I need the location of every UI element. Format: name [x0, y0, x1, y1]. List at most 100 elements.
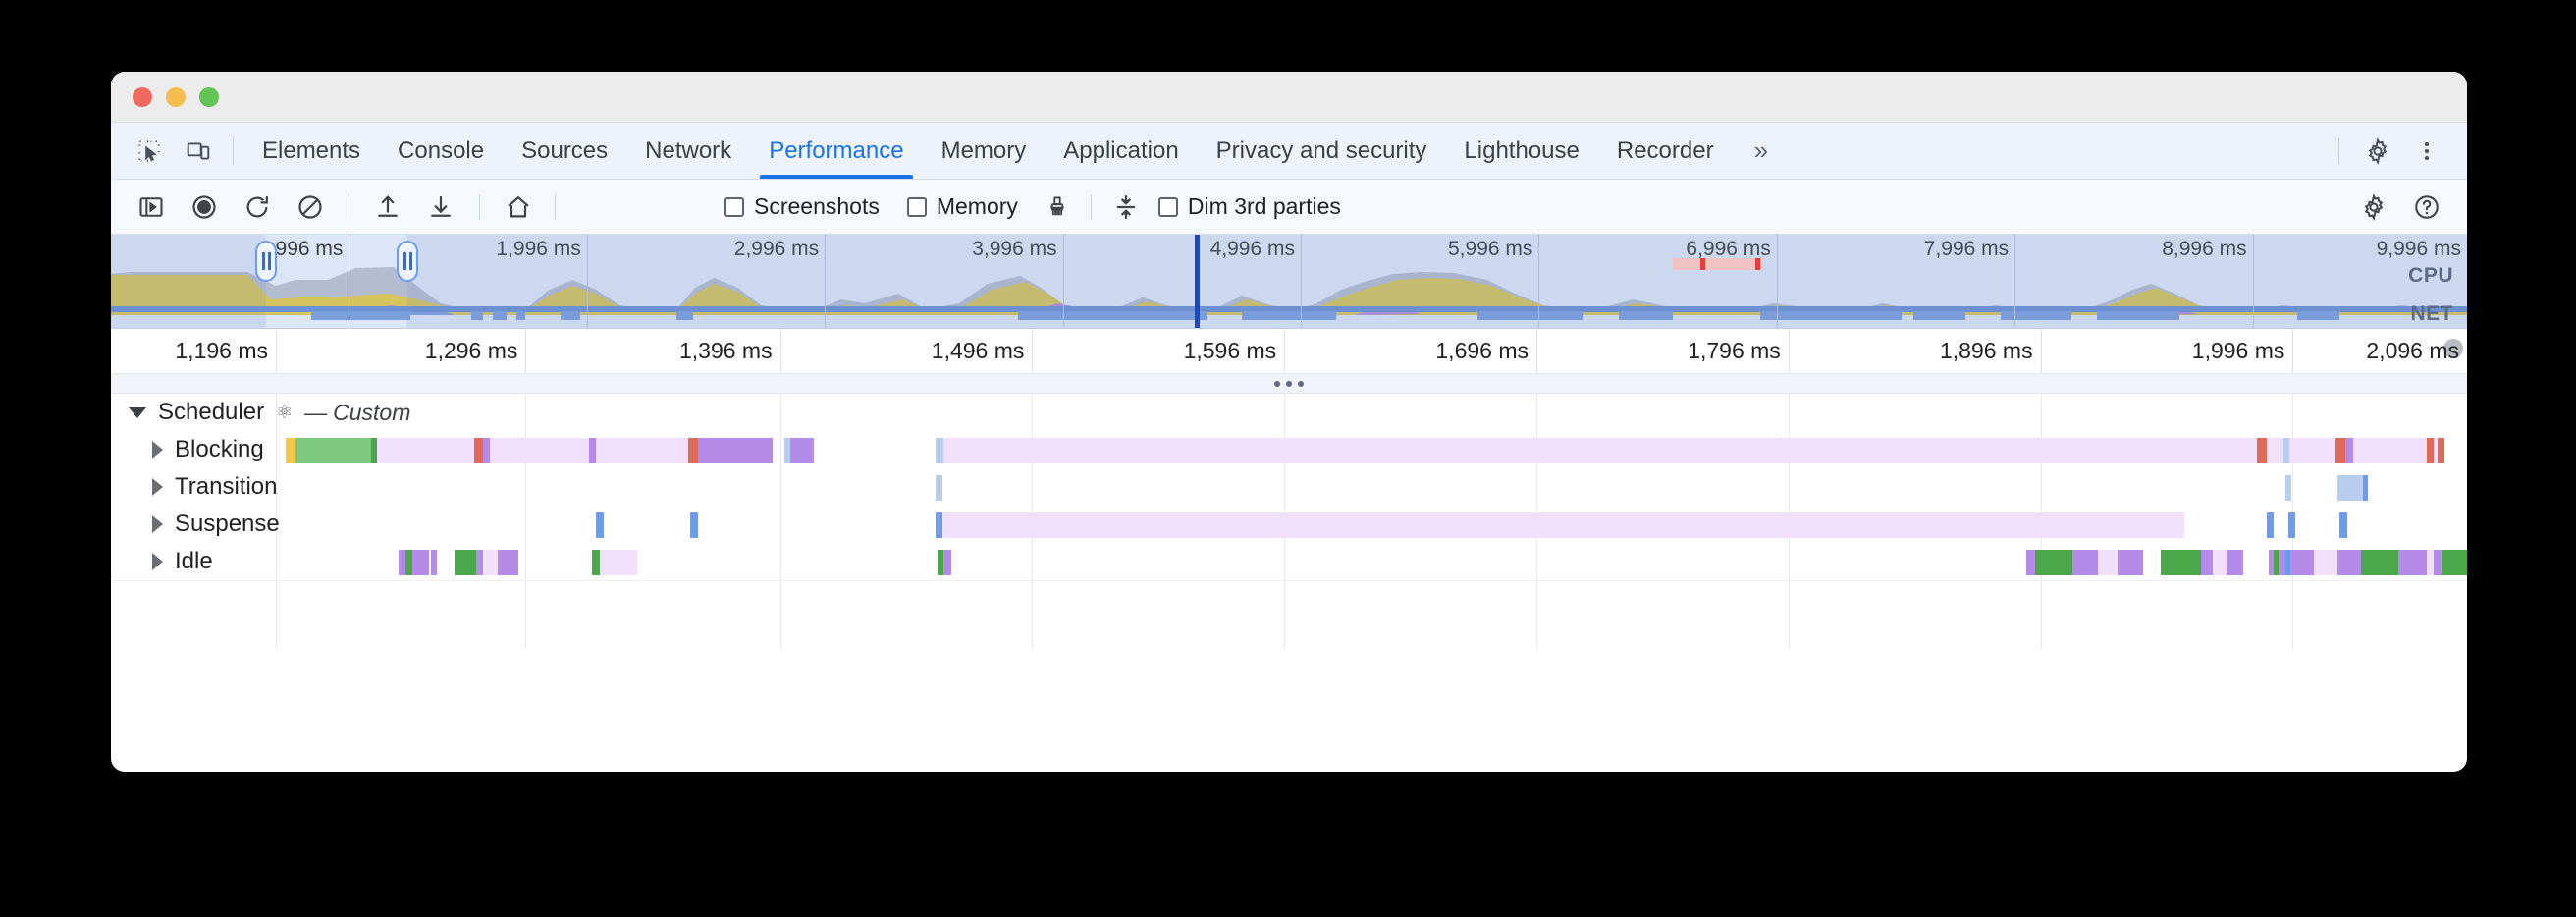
flame-event[interactable] [2434, 550, 2442, 575]
flame-event[interactable] [697, 438, 705, 463]
flame-event[interactable] [2274, 550, 2279, 575]
flame-event[interactable] [2282, 438, 2289, 463]
flame-event[interactable] [2314, 550, 2337, 575]
track-group-scheduler[interactable]: Scheduler ⚛ — Custom [111, 394, 2467, 431]
screenshots-checkbox[interactable]: Screenshots [715, 193, 889, 220]
flame-event[interactable] [936, 475, 942, 501]
flame-event[interactable] [2398, 550, 2428, 575]
more-tabs-icon[interactable]: » [1753, 135, 1769, 165]
memory-checkbox-box[interactable] [906, 196, 927, 217]
home-icon[interactable] [492, 188, 545, 227]
zoom-window-button[interactable] [199, 86, 219, 107]
track-blocking[interactable]: Blocking [111, 431, 2467, 468]
chevron-right-icon[interactable] [152, 515, 163, 533]
flame-event[interactable] [943, 550, 951, 575]
tab-memory[interactable]: Memory [940, 136, 1027, 164]
flame-event[interactable] [596, 438, 688, 463]
flame-event[interactable] [371, 438, 378, 463]
screenshots-checkbox-box[interactable] [724, 196, 744, 217]
tab-privacy-and-security[interactable]: Privacy and security [1215, 136, 1427, 164]
flame-event[interactable] [2269, 550, 2275, 575]
flame-event[interactable] [2352, 438, 2432, 463]
flame-event[interactable] [2161, 550, 2201, 575]
settings-gear-icon[interactable] [2353, 136, 2402, 165]
minimize-window-button[interactable] [166, 86, 186, 107]
panel-resize-handle[interactable] [111, 374, 2467, 394]
track-transition-lane[interactable] [111, 475, 2467, 501]
flame-event[interactable] [2279, 550, 2286, 575]
flame-event[interactable] [943, 438, 2438, 463]
flame-event[interactable] [589, 438, 597, 463]
device-toolbar-icon[interactable] [174, 123, 223, 179]
flame-event[interactable] [2427, 438, 2435, 463]
flame-event[interactable] [412, 550, 429, 575]
flame-chart[interactable]: Scheduler ⚛ — Custom Blocking Transition [111, 394, 2467, 772]
track-idle-lane[interactable] [111, 550, 2467, 575]
reload-and-record-icon[interactable] [231, 188, 284, 227]
flame-event[interactable] [2072, 550, 2099, 575]
flame-event[interactable] [2334, 438, 2346, 463]
chevron-right-icon[interactable] [152, 478, 163, 496]
flame-event[interactable] [2034, 550, 2072, 575]
clear-icon[interactable] [284, 188, 337, 227]
flame-event[interactable] [295, 438, 372, 463]
capture-settings-gear-icon[interactable] [2347, 188, 2400, 227]
flame-event[interactable] [405, 550, 413, 575]
flame-event[interactable] [596, 512, 604, 538]
memory-checkbox[interactable]: Memory [897, 193, 1028, 220]
flame-event[interactable] [490, 438, 590, 463]
flame-event[interactable] [2285, 475, 2292, 501]
more-options-icon[interactable] [2402, 137, 2451, 165]
flame-event[interactable] [2212, 550, 2227, 575]
flame-event[interactable] [2117, 550, 2143, 575]
flame-event[interactable] [2427, 550, 2435, 575]
flame-event[interactable] [2441, 550, 2467, 575]
flame-event[interactable] [476, 550, 484, 575]
flame-event[interactable] [431, 550, 438, 575]
track-suspense-label[interactable]: Suspense [111, 506, 280, 543]
flame-event[interactable] [2345, 438, 2353, 463]
save-profile-icon[interactable] [414, 188, 467, 227]
collapse-tracks-icon[interactable] [1103, 188, 1149, 227]
dim-3rd-parties-checkbox-box[interactable] [1157, 196, 1178, 217]
timeline-scroll-thumb[interactable] [2443, 339, 2463, 358]
track-group-scheduler-label[interactable]: Scheduler ⚛ — Custom [111, 394, 410, 431]
flame-event[interactable] [790, 438, 815, 463]
flame-event[interactable] [2361, 550, 2399, 575]
tab-network[interactable]: Network [645, 136, 732, 164]
flame-event[interactable] [483, 550, 498, 575]
flame-event[interactable] [2200, 550, 2213, 575]
track-blocking-label[interactable]: Blocking [111, 431, 264, 468]
flame-event[interactable] [688, 438, 698, 463]
flame-event[interactable] [285, 438, 296, 463]
flame-event[interactable] [936, 512, 943, 538]
help-icon[interactable] [2400, 188, 2453, 227]
overview-window-right-handle[interactable] [397, 241, 419, 282]
tab-console[interactable]: Console [398, 136, 485, 164]
flame-event[interactable] [455, 550, 476, 575]
track-transition[interactable]: Transition [111, 468, 2467, 506]
tab-elements[interactable]: Elements [262, 136, 361, 164]
close-window-button[interactable] [133, 86, 152, 107]
record-icon[interactable] [178, 188, 231, 227]
tab-lighthouse[interactable]: Lighthouse [1464, 136, 1580, 164]
flame-event[interactable] [600, 550, 638, 575]
track-idle[interactable]: Idle [111, 543, 2467, 580]
inspect-element-icon[interactable] [125, 123, 174, 179]
garbage-collect-brush-icon[interactable] [1036, 188, 1079, 227]
flame-event[interactable] [2227, 550, 2243, 575]
chevron-down-icon[interactable] [129, 406, 146, 418]
track-transition-label[interactable]: Transition [111, 468, 277, 506]
track-suspense-lane[interactable] [111, 512, 2467, 538]
flame-event[interactable] [591, 550, 600, 575]
chevron-right-icon[interactable] [152, 441, 163, 458]
flame-event[interactable] [704, 438, 774, 463]
flame-event[interactable] [938, 550, 944, 575]
flame-event[interactable] [2363, 475, 2368, 501]
chevron-right-icon[interactable] [152, 553, 163, 570]
flame-event[interactable] [2337, 475, 2364, 501]
flame-event[interactable] [2337, 550, 2361, 575]
tab-recorder[interactable]: Recorder [1616, 136, 1714, 164]
tab-performance[interactable]: Performance [750, 123, 922, 179]
track-idle-label[interactable]: Idle [111, 543, 213, 580]
